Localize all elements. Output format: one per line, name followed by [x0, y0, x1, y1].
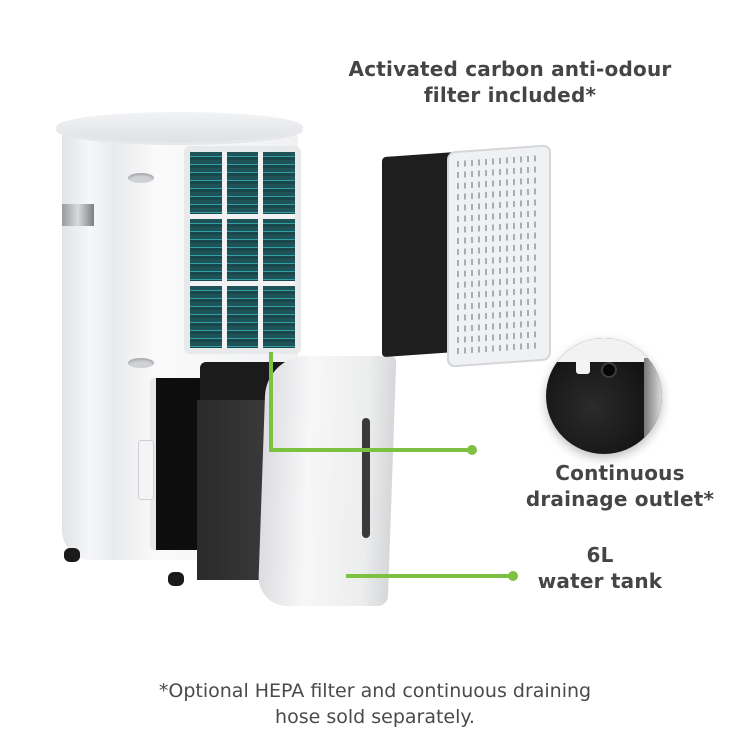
- footnote: *Optional HEPA filter and continuous dra…: [0, 678, 750, 730]
- tank-leader-horizontal: [346, 574, 512, 578]
- drainage-outlet-closeup: [546, 338, 662, 454]
- dehumidifier-top-lid: [56, 112, 303, 142]
- filter-grille: [447, 144, 551, 368]
- wheel-left: [64, 548, 80, 562]
- upper-handle-slot: [128, 173, 154, 183]
- drainage-label-line1: Continuous: [555, 461, 685, 485]
- chrome-trim: [62, 204, 94, 226]
- carbon-filter-label-line1: Activated carbon anti-odour: [348, 57, 672, 81]
- tank-label-line1: 6L: [586, 543, 614, 567]
- drainage-label-line2: drainage outlet*: [525, 487, 715, 511]
- drainage-leader-dot: [467, 445, 477, 455]
- footnote-line2: hose sold separately.: [275, 706, 475, 728]
- tank-label-line2: water tank: [537, 569, 663, 593]
- lower-handle-slot: [128, 358, 154, 368]
- drain-port: [601, 362, 617, 378]
- condenser-coil: [184, 146, 301, 354]
- tank-leader-dot: [508, 571, 518, 581]
- wheel-center: [168, 572, 184, 586]
- side-handle: [138, 440, 154, 500]
- footnote-line1: *Optional HEPA filter and continuous dra…: [158, 680, 592, 702]
- drainage-leader-vertical: [269, 352, 273, 451]
- water-tank-front: [257, 356, 397, 606]
- carbon-filter-callout: Activated carbon anti-odour filter inclu…: [300, 56, 720, 108]
- water-level-window: [362, 418, 370, 538]
- coil-grid: [190, 152, 295, 348]
- drainage-leader-horizontal: [269, 448, 472, 452]
- tank-callout: 6L water tank: [500, 542, 700, 594]
- carbon-filter-label-line2: filter included*: [423, 83, 597, 107]
- drainage-callout: Continuous drainage outlet*: [500, 460, 740, 512]
- grille-holes: [457, 155, 541, 357]
